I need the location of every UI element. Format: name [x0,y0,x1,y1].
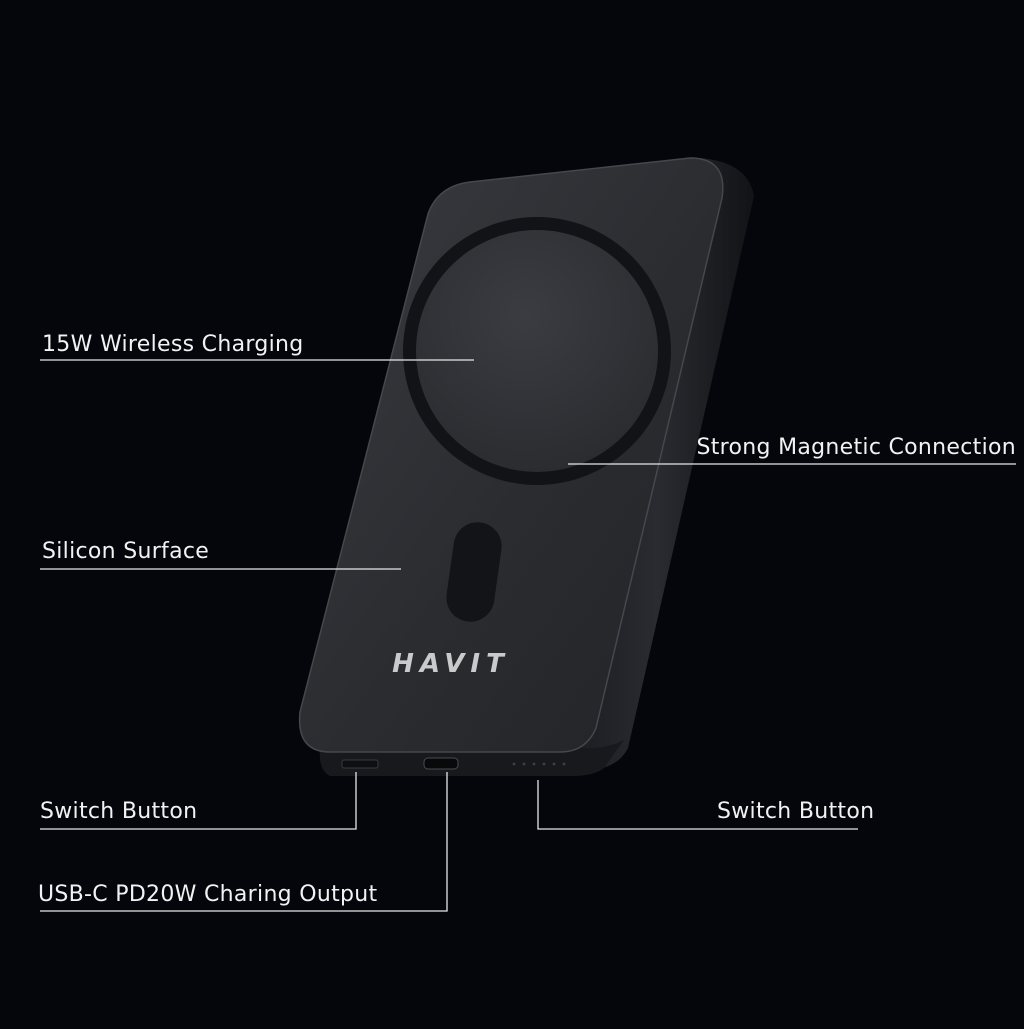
callout-line-switch-right [537,780,858,830]
usb-c-port [423,757,459,770]
brand-logo: HAVIT [392,649,510,679]
alignment-slot [446,522,502,622]
label-switch-button-left: Switch Button [40,799,198,824]
label-magnetic-connection: Strong Magnetic Connection [696,435,1016,460]
callout-line-switch-left [40,772,357,830]
charging-pad-center [416,230,658,472]
switch-button [341,759,379,769]
callout-line-usb-c [40,772,448,912]
label-switch-button-right: Switch Button [717,799,875,824]
label-wireless-charging: 15W Wireless Charging [42,332,304,357]
label-usb-c-output: USB-C PD20W Charing Output [38,882,378,907]
label-silicon-surface: Silicon Surface [42,539,210,564]
indicator-lights [512,762,566,766]
